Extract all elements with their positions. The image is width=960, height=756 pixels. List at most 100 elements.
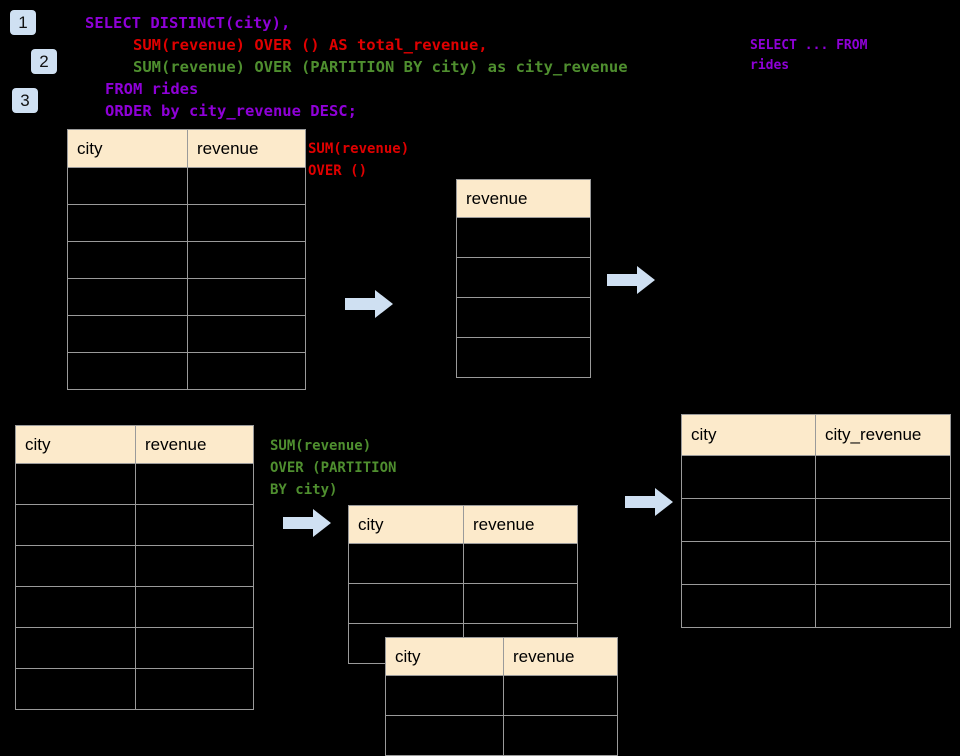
arrow-source-to-partition (283, 509, 331, 537)
table-row (681, 584, 951, 628)
table-row (15, 463, 254, 505)
table-cell (15, 627, 136, 669)
table-row (456, 257, 591, 298)
table-cell (681, 455, 816, 499)
column-header: city_revenue (815, 414, 951, 456)
table-row (681, 455, 951, 499)
table-row (67, 315, 306, 353)
arrow-partition-to-result (625, 488, 673, 516)
sql-query-block: SELECT DISTINCT(city), SUM(revenue) OVER … (85, 12, 628, 122)
table-cell (348, 583, 464, 624)
table-row (67, 241, 306, 279)
total-revenue-table: revenue (456, 179, 591, 378)
table-cell (385, 715, 504, 756)
table-row (385, 715, 618, 756)
table-cell (15, 463, 136, 505)
table-cell (135, 545, 254, 587)
column-header: city (681, 414, 816, 456)
table-cell (681, 498, 816, 542)
table-cell (456, 217, 591, 258)
table-row (348, 543, 578, 584)
column-header: revenue (503, 637, 618, 676)
table-cell (456, 257, 591, 298)
table-cell (815, 584, 951, 628)
table-cell (67, 241, 188, 279)
table-cell (463, 543, 578, 584)
table-cell (67, 352, 188, 390)
column-header: revenue (463, 505, 578, 544)
column-header: city (348, 505, 464, 544)
arrow-source-to-total (345, 290, 393, 318)
table-row (67, 278, 306, 316)
column-header: revenue (456, 179, 591, 218)
table-cell (15, 504, 136, 546)
table-row (456, 217, 591, 258)
table-cell (815, 498, 951, 542)
table-cell (348, 543, 464, 584)
table-cell (15, 586, 136, 628)
table-cell (187, 167, 306, 205)
table-row (15, 586, 254, 628)
table-cell (187, 241, 306, 279)
table-row (15, 545, 254, 587)
table-cell (67, 278, 188, 316)
sum-over-partition-annotation: SUM(revenue) OVER (PARTITION BY city) (270, 438, 397, 498)
table-row (15, 504, 254, 546)
table-cell (67, 167, 188, 205)
table-cell (815, 541, 951, 585)
table-cell (456, 297, 591, 338)
column-header: revenue (135, 425, 254, 464)
sql-line-3: SUM(revenue) OVER (PARTITION BY city) as… (133, 58, 628, 76)
table-cell (187, 352, 306, 390)
table-cell (135, 463, 254, 505)
table-cell (15, 668, 136, 710)
table-cell (135, 586, 254, 628)
table-row (348, 583, 578, 624)
table-cell (456, 337, 591, 378)
table-row (456, 337, 591, 378)
sum-over-empty-annotation: SUM(revenue) OVER () (308, 141, 410, 179)
sql-line-4: FROM rides (105, 80, 199, 98)
table-row (681, 498, 951, 542)
select-from-rides-annotation: SELECT ... FROM rides (750, 38, 868, 73)
arrow-total-to-result (607, 266, 655, 294)
table-cell (503, 675, 618, 716)
table-cell (681, 541, 816, 585)
table-cell (135, 504, 254, 546)
table-row (15, 668, 254, 710)
table-cell (135, 627, 254, 669)
table-cell (385, 675, 504, 716)
table-header-row: revenue (456, 179, 591, 218)
step-badge-1: 1 (10, 10, 36, 35)
table-row (15, 627, 254, 669)
table-row (67, 167, 306, 205)
table-cell (187, 204, 306, 242)
step-badge-3: 3 (12, 88, 38, 113)
table-row (681, 541, 951, 585)
column-header: city (67, 129, 188, 168)
table-cell (67, 315, 188, 353)
column-header: city (15, 425, 136, 464)
table-cell (815, 455, 951, 499)
sql-line-5: ORDER by city_revenue DESC; (105, 102, 357, 120)
sql-line-1: SELECT DISTINCT(city), (85, 14, 291, 32)
table-cell (15, 545, 136, 587)
table-cell (67, 204, 188, 242)
table-row (456, 297, 591, 338)
table-cell (187, 278, 306, 316)
column-header: revenue (187, 129, 306, 168)
table-cell (463, 583, 578, 624)
table-cell (503, 715, 618, 756)
table-row (385, 675, 618, 716)
table-cell (135, 668, 254, 710)
table-cell (187, 315, 306, 353)
